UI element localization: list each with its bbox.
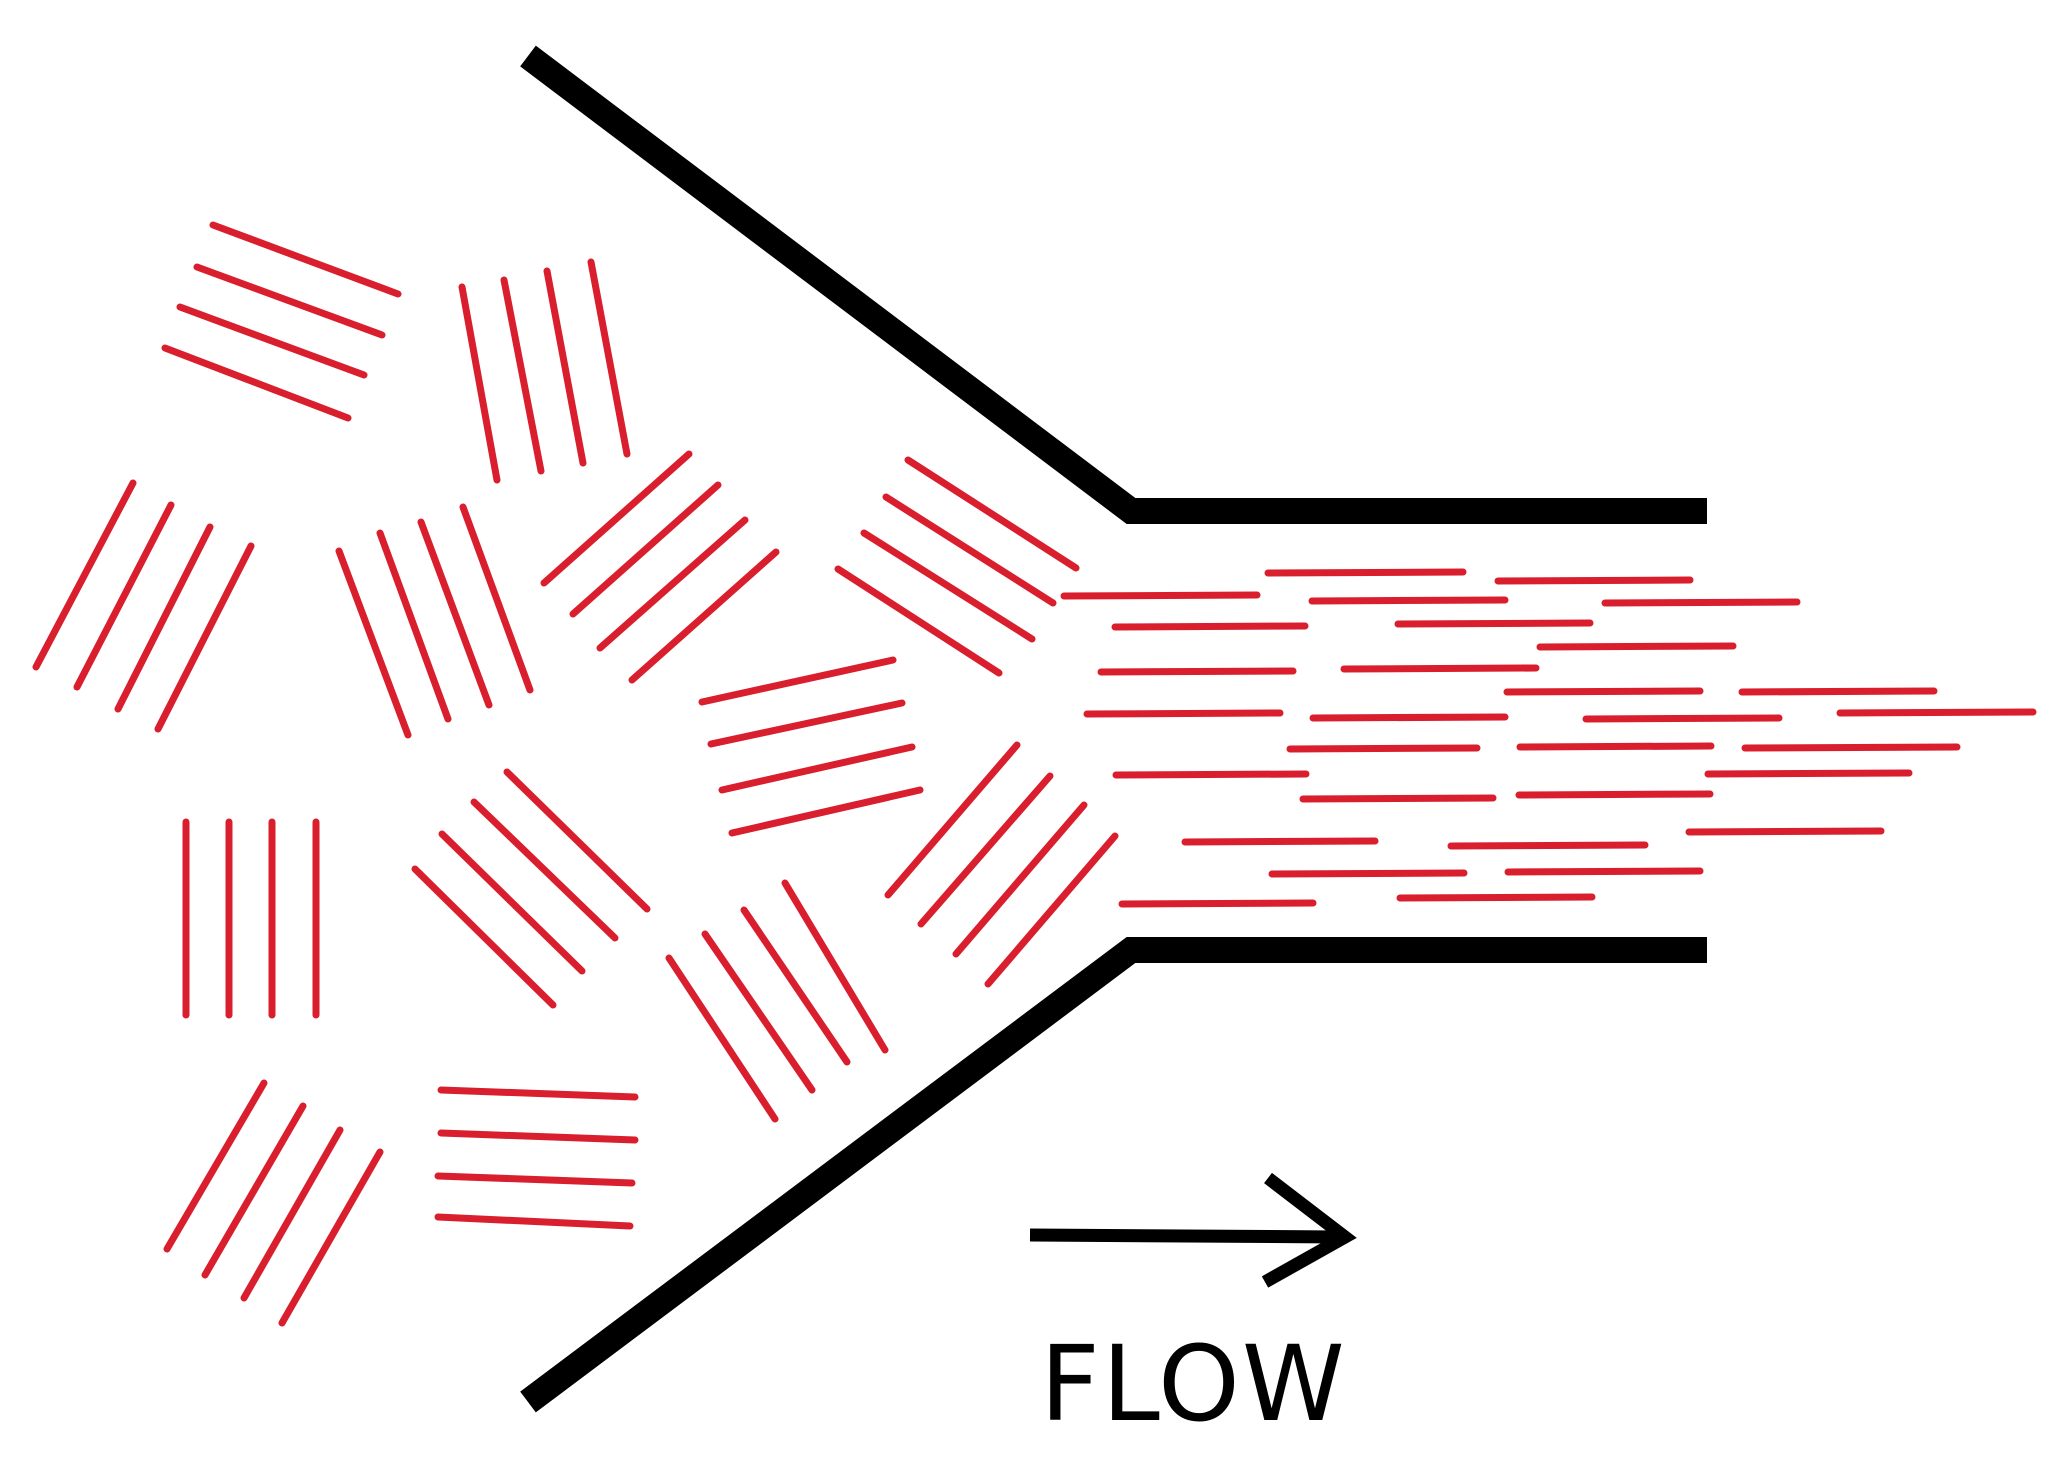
fiber	[209, 221, 402, 298]
flow-label: FLOW	[1040, 1323, 1347, 1445]
fiber	[154, 542, 255, 733]
fiber	[1516, 742, 1715, 751]
fiber	[984, 832, 1119, 988]
channel-walls	[520, 45, 1707, 1413]
fiber	[434, 1213, 634, 1230]
flow-arrow	[1029, 1172, 1357, 1288]
flow-arrow-shaft	[1029, 1228, 1341, 1244]
fiber	[459, 503, 534, 694]
fiber	[437, 1129, 639, 1144]
fiber	[540, 450, 693, 587]
fiber	[32, 479, 137, 671]
fiber	[728, 786, 924, 837]
fiber	[438, 830, 586, 975]
fiber	[596, 516, 749, 652]
fiber	[201, 1102, 307, 1279]
fiber	[1060, 591, 1261, 600]
fiber	[1268, 869, 1468, 878]
fiber	[701, 930, 816, 1094]
fiber	[1181, 837, 1379, 846]
fiber	[470, 798, 619, 942]
fiber	[1394, 619, 1594, 628]
fiber	[161, 344, 352, 422]
fiber	[698, 656, 897, 706]
fiber	[718, 743, 916, 794]
fiber	[1704, 769, 1913, 778]
fiber	[884, 741, 1021, 899]
fiber	[503, 768, 651, 913]
fiber	[1515, 790, 1714, 799]
fiber	[1286, 744, 1481, 753]
fiber	[1494, 576, 1694, 585]
fiber	[437, 1086, 639, 1101]
fiber	[1309, 713, 1509, 722]
fiber	[1340, 664, 1540, 673]
fiber	[1685, 827, 1885, 836]
fiber	[1601, 598, 1801, 607]
fiber	[1264, 568, 1467, 577]
fiber	[240, 1126, 344, 1302]
fiber	[543, 267, 587, 467]
fiber	[781, 879, 889, 1054]
fiber	[1112, 770, 1310, 779]
fiber	[587, 258, 631, 458]
fiber	[1299, 794, 1497, 803]
fiber	[1504, 867, 1704, 876]
fiber	[73, 501, 175, 691]
fiber	[1447, 841, 1649, 850]
fiber	[1308, 596, 1509, 605]
fiber	[1083, 709, 1284, 718]
fiber	[376, 529, 452, 723]
fiber	[114, 523, 214, 713]
fiber	[500, 276, 545, 475]
fiber	[740, 906, 851, 1066]
fiber	[1741, 743, 1961, 752]
fiber	[335, 547, 412, 739]
fiber	[278, 1148, 384, 1327]
fiber	[1836, 708, 2037, 717]
fiber	[163, 1079, 268, 1253]
fiber	[193, 263, 386, 339]
fiber	[834, 565, 1003, 677]
fiber	[1738, 687, 1938, 696]
fiber	[1503, 687, 1704, 696]
fiber	[411, 865, 557, 1009]
fiber	[917, 772, 1054, 928]
fiber	[952, 801, 1088, 958]
fiber	[628, 548, 780, 684]
fiber	[176, 303, 368, 379]
fiber	[1536, 642, 1737, 651]
fiber	[1396, 893, 1596, 902]
fiber	[882, 493, 1057, 607]
fibers	[32, 221, 2037, 1327]
fiber	[1118, 899, 1317, 908]
fiber	[1111, 622, 1309, 631]
fiber	[1097, 667, 1297, 676]
fiber	[860, 529, 1036, 643]
fiber	[1582, 714, 1783, 723]
flow-arrow-head	[1261, 1172, 1357, 1288]
fiber	[904, 456, 1080, 572]
fiber	[458, 283, 501, 484]
fiber	[665, 954, 779, 1123]
channel-lower-wall	[520, 937, 1707, 1413]
channel-upper-wall	[520, 45, 1707, 524]
fiber	[434, 1172, 636, 1187]
fiber	[417, 518, 493, 709]
fiber	[707, 699, 906, 748]
fiber	[569, 481, 722, 618]
